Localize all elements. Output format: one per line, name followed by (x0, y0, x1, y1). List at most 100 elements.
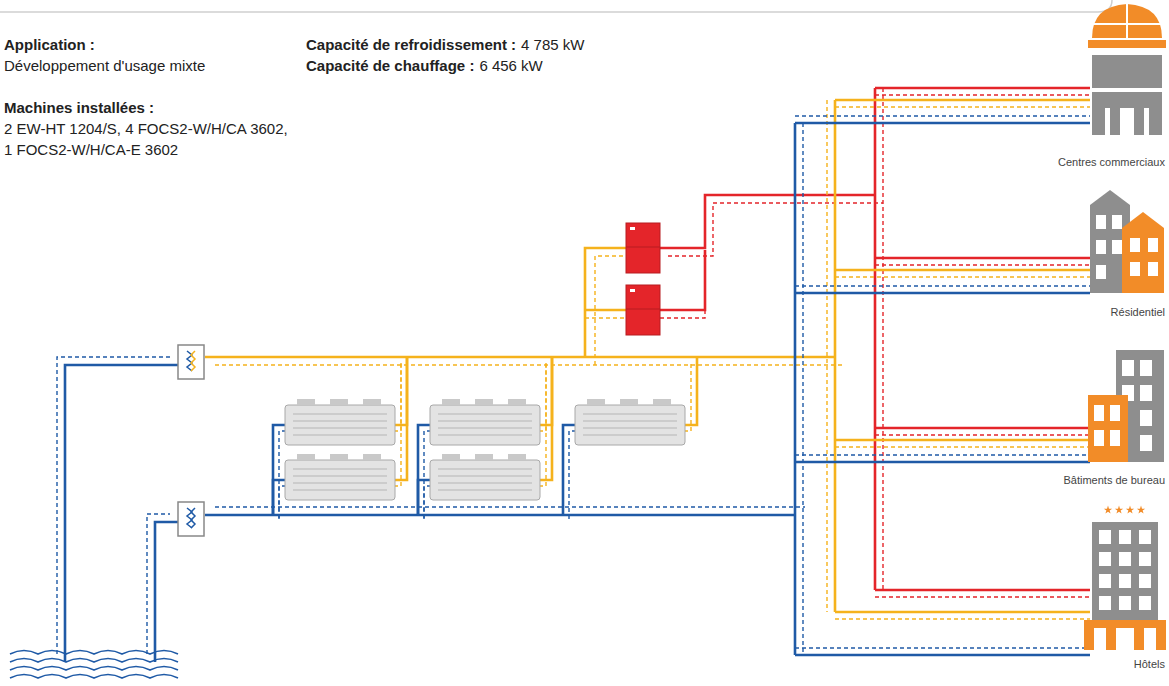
pipe (205, 507, 805, 515)
pipe (795, 116, 1090, 123)
return-pipe (875, 434, 1090, 435)
text-line: Capacité de chauffage : 6 456 kW (306, 55, 543, 76)
pipe (660, 250, 705, 318)
heat-exchanger (178, 502, 204, 536)
supply-pipe (795, 461, 1090, 464)
field-value: Développement d'usage mixte (4, 57, 205, 74)
chiller (575, 399, 685, 445)
supply-pipe (835, 269, 1090, 272)
heat-pump (626, 223, 660, 273)
supply-pipe (155, 522, 178, 662)
field-label: Machines installées : (4, 99, 154, 116)
supply-pipe (660, 195, 875, 248)
heat-exchanger (178, 345, 204, 379)
field-label: Capacité de refroidissement : (306, 36, 516, 53)
sea (10, 651, 178, 679)
pipe (875, 88, 883, 590)
building: Résidentiel (1036, 302, 1166, 320)
pipe (875, 428, 1090, 435)
chiller (430, 399, 540, 445)
return-pipe (835, 446, 1090, 447)
return-pipe (215, 364, 845, 365)
return-pipe (875, 596, 1090, 597)
return-pipe (215, 506, 805, 507)
supply-pipe (874, 88, 877, 590)
pipe (827, 100, 835, 612)
pipe (147, 514, 178, 662)
supply-pipe (660, 250, 705, 310)
supply-pipe (834, 100, 837, 612)
pipe (835, 612, 1090, 619)
pipe (835, 270, 1090, 277)
pipe (795, 648, 1090, 655)
supply-pipe (795, 292, 1090, 295)
building: Hôtels (1036, 654, 1166, 672)
building-label: Bâtiments de bureau (1062, 474, 1166, 486)
return-pipe (802, 123, 803, 655)
building-label: Hôtels (1133, 658, 1166, 670)
building-label: Résidentiel (1110, 306, 1166, 318)
pipe (875, 88, 1090, 95)
chiller (285, 454, 395, 500)
pipe (660, 195, 883, 256)
return-pipe (57, 357, 170, 654)
return-pipe (875, 94, 1090, 95)
return-pipe (147, 514, 170, 654)
field-label: Capacité de chauffage : (306, 57, 474, 74)
field-value: 2 EW-HT 1204/S, 4 FOCS2-W/H/CA 3602, 1 F… (4, 120, 288, 158)
text-line: Développement d'usage mixte (4, 55, 205, 76)
supply-pipe (835, 439, 1090, 442)
return-pipe (826, 100, 827, 612)
text-line: Machines installées : (4, 97, 154, 118)
supply-pipe (795, 654, 1090, 657)
residential-icon (1090, 190, 1164, 293)
text-line: Application : (4, 34, 95, 55)
mall-icon (1088, 4, 1166, 135)
return-pipe (795, 285, 1090, 286)
return-pipe (795, 454, 1090, 455)
return-pipe (585, 317, 626, 318)
building: Centres commerciaux (1036, 152, 1166, 170)
supply-pipe (585, 248, 626, 357)
pipe (875, 258, 1090, 265)
pipe (795, 123, 803, 655)
supply-pipe (835, 99, 1090, 102)
field-value: 6 456 kW (479, 57, 542, 74)
pipe (835, 440, 1090, 447)
supply-pipe (585, 309, 626, 312)
chiller (285, 399, 395, 445)
chiller (430, 454, 540, 500)
text-line: 2 EW-HT 1204/S, 4 FOCS2-W/H/CA 3602, 1 F… (4, 118, 296, 160)
heat-pump (626, 285, 660, 335)
supply-pipe (875, 589, 1090, 592)
pipe (875, 590, 1090, 597)
pipe (585, 310, 626, 318)
supply-pipe (65, 365, 178, 662)
supply-pipe (835, 611, 1090, 614)
supply-pipe (875, 427, 1090, 430)
frame-line (0, 0, 1112, 12)
return-pipe (835, 276, 1090, 277)
return-pipe (835, 106, 1090, 107)
field-label: Application : (4, 36, 95, 53)
supply-pipe (794, 123, 797, 655)
hotel-icon (1084, 506, 1166, 650)
building-label: Centres commerciaux (1057, 156, 1166, 168)
supply-pipe (875, 87, 1090, 90)
supply-pipe (795, 122, 1090, 125)
office-icon (1088, 350, 1164, 462)
text-line: Capacité de refroidissement : 4 785 kW (306, 34, 584, 55)
field-value: 4 785 kW (521, 36, 584, 53)
return-pipe (882, 88, 883, 590)
return-pipe (835, 618, 1090, 619)
return-pipe (795, 647, 1090, 648)
pipe (205, 357, 845, 365)
supply-pipe (205, 356, 835, 359)
pipe (795, 455, 1090, 462)
pipe (795, 286, 1090, 293)
return-pipe (875, 264, 1090, 265)
supply-pipe (205, 514, 795, 517)
pipe (57, 357, 178, 662)
return-pipe (795, 115, 1090, 116)
